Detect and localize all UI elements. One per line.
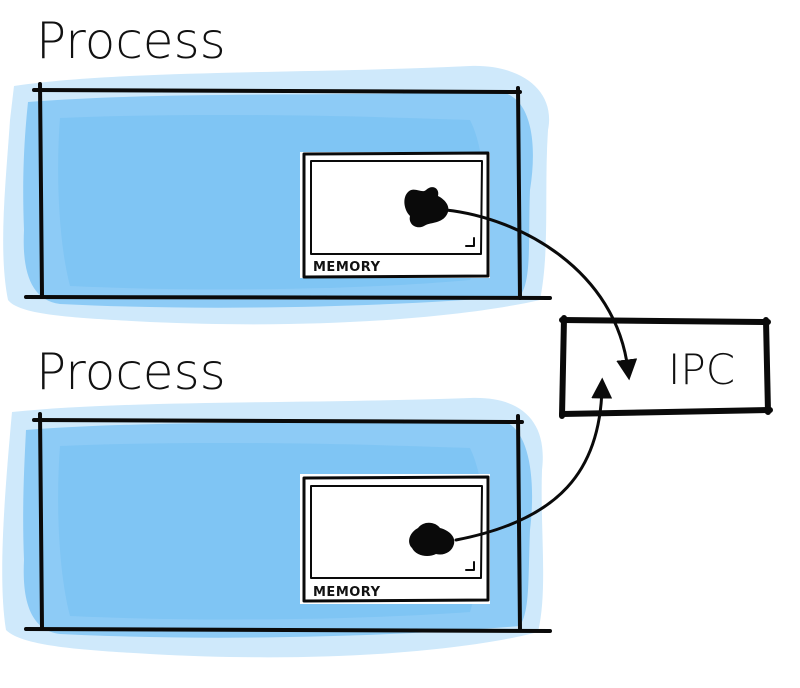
memory-box-top: MEMORY bbox=[300, 151, 490, 279]
process-top: Process MEMORY bbox=[3, 12, 552, 325]
process-top-outline bbox=[24, 82, 552, 300]
process-bottom-outline bbox=[24, 412, 552, 633]
process-top-title: Process bbox=[36, 12, 226, 70]
process-bottom-title: Process bbox=[36, 343, 226, 401]
arrow-bottom-memory-to-ipc bbox=[454, 377, 613, 542]
arrow-top-memory-to-ipc bbox=[444, 208, 638, 381]
memory-label-top: MEMORY bbox=[313, 260, 381, 275]
ipc-box: IPC bbox=[559, 315, 773, 419]
process-bottom: Process MEMORY bbox=[2, 343, 552, 658]
memory-data-blob-top bbox=[404, 187, 449, 228]
memory-data-blob-bottom bbox=[409, 522, 455, 556]
memory-label-bottom: MEMORY bbox=[313, 585, 381, 600]
ipc-label: IPC bbox=[668, 345, 735, 394]
